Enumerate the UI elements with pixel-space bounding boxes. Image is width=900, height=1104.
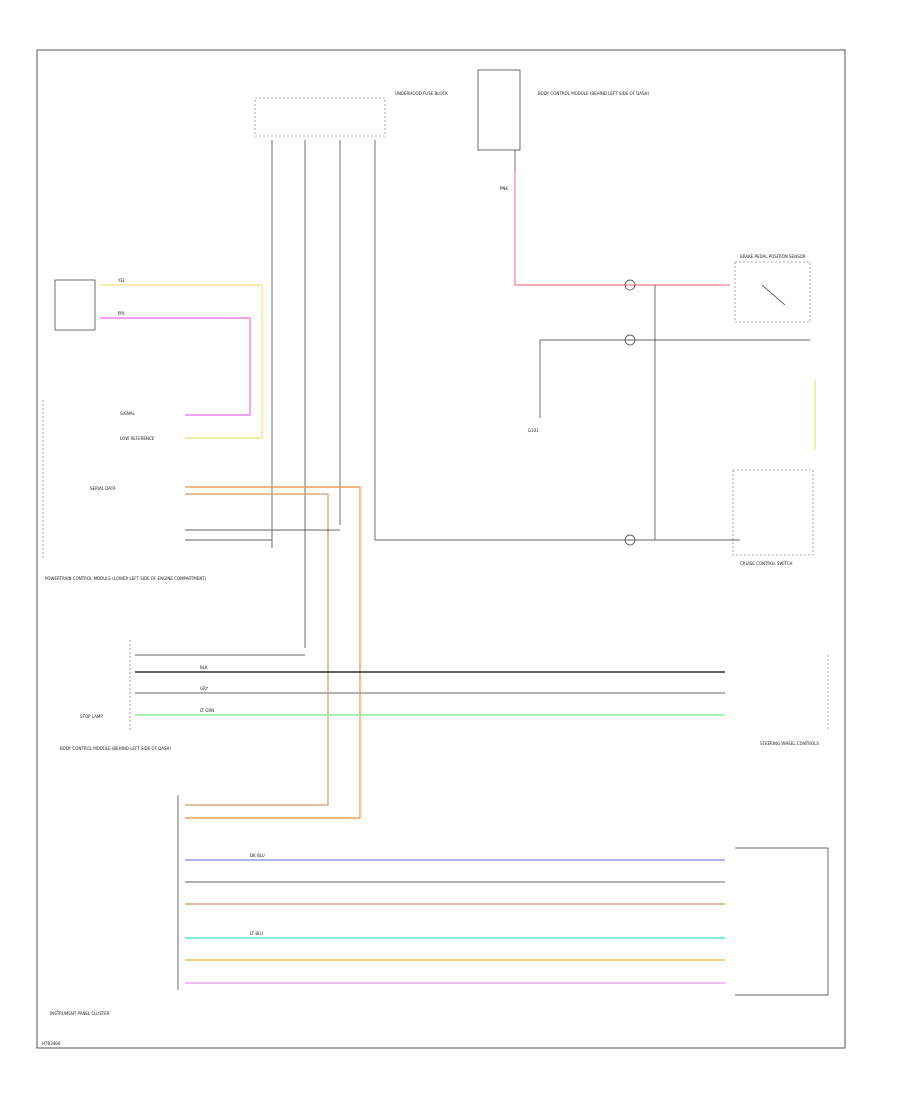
splice-3	[624, 534, 636, 546]
bcm-top-label: BODY CONTROL MODULE (BEHIND LEFT SIDE OF…	[538, 91, 650, 96]
brake-switch-group: BRAKE PEDAL POSITION SENSOR G101	[528, 254, 811, 540]
blue-label: DK BLU	[250, 853, 265, 858]
ground-label: G101	[528, 428, 539, 433]
yellow-label: YEL	[117, 278, 126, 283]
top-connector-group: UNDERHOOD FUSE BLOCK	[254, 91, 448, 648]
connector-label: UNDERHOOD FUSE BLOCK	[395, 91, 448, 96]
magenta-wire	[100, 317, 251, 416]
fuse-box	[477, 69, 521, 151]
cruise-switch-group: CRUISE CONTROL SWITCH	[375, 469, 814, 566]
pink-wire	[514, 170, 730, 286]
footer-code: HTB3466	[42, 1041, 61, 1046]
serial-label-pcm: SERIAL DATA	[90, 486, 116, 491]
cruise-switch-label: CRUISE CONTROL SWITCH	[740, 561, 793, 566]
sensor-group: YEL PPL SIGNAL LOW REFERENCE	[54, 278, 263, 441]
switch-lever	[761, 284, 786, 306]
cyan-label: LT BLU	[250, 931, 263, 936]
lower-right-bracket	[735, 847, 829, 996]
magenta-label: PPL	[118, 311, 126, 316]
sensor-signal-label: SIGNAL	[120, 411, 136, 416]
cruise-switch-box	[732, 469, 814, 556]
pcm-group: POWERTRAIN CONTROL MODULE (LOWER LEFT SI…	[42, 400, 361, 819]
pcm-label: POWERTRAIN CONTROL MODULE (LOWER LEFT SI…	[45, 576, 207, 581]
black-label: BLK	[200, 665, 208, 670]
connector-block	[254, 97, 386, 137]
bcm-label: BODY CONTROL MODULE (BEHIND LEFT SIDE OF…	[60, 746, 172, 751]
steering-wheel-label: STEERING WHEEL CONTROLS	[760, 741, 819, 746]
sensor-box	[54, 279, 96, 331]
green-label: LT GRN	[200, 708, 214, 713]
brake-switch-box	[734, 261, 811, 323]
orange-wire-pcm	[185, 486, 361, 819]
tan-wire-pcm	[185, 493, 329, 806]
gray-label: GRY	[200, 686, 209, 691]
ipc-label: INSTRUMENT PANEL CLUSTER	[50, 1011, 110, 1016]
steering-wheel-group: STEERING WHEEL CONTROLS	[760, 655, 829, 746]
splice-2	[624, 334, 636, 346]
yellow-wire	[100, 284, 263, 439]
brake-switch-label: BRAKE PEDAL POSITION SENSOR	[740, 254, 806, 259]
diagram-frame	[36, 49, 846, 1049]
ipc-group: INSTRUMENT PANEL CLUSTER DK BLU LT BLU	[50, 795, 725, 1016]
fuse-feed-group: PNK BODY CONTROL MODULE (BEHIND LEFT SID…	[477, 69, 730, 286]
splice-1	[624, 279, 636, 291]
stop-lamp-label: STOP LAMP	[80, 714, 103, 719]
sensor-low-label: LOW REFERENCE	[120, 436, 155, 441]
bracket-lines	[735, 847, 829, 996]
bcm-group: BODY CONTROL MODULE (BEHIND LEFT SIDE OF…	[60, 640, 725, 751]
pink-wire-label: PNK	[500, 186, 508, 191]
